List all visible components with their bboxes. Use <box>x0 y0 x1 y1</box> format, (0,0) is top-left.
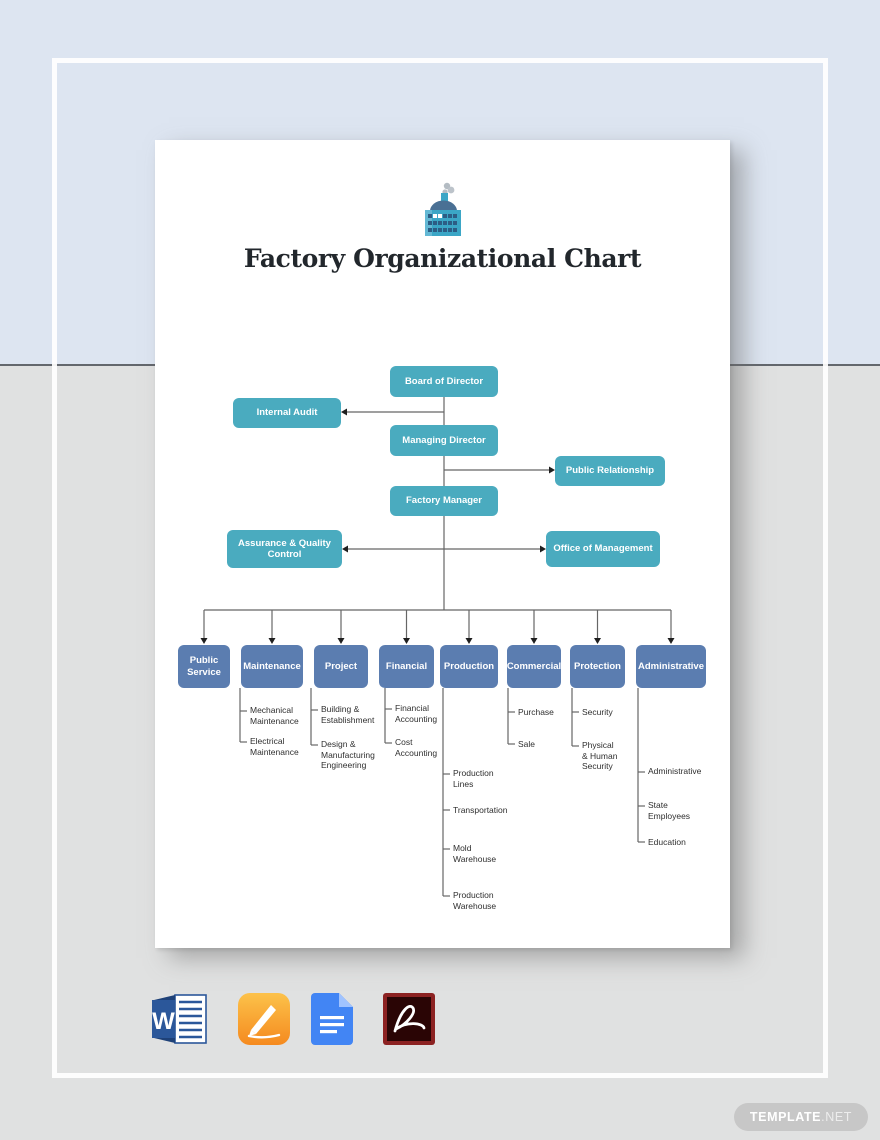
org-node-label: Protection <box>574 660 621 672</box>
org-sub-label: Purchase <box>518 707 554 717</box>
org-sub-label: Production Lines <box>453 768 494 789</box>
org-node-managing-director: Managing Director <box>390 425 498 456</box>
dept-node-administrative: Administrative <box>636 645 706 688</box>
org-node-label: Board of Director <box>404 375 484 387</box>
org-node-label: Project <box>324 660 358 672</box>
org-node-assurance-quality-control: Assurance & Quality Control <box>227 530 342 568</box>
dept-node-project: Project <box>314 645 368 688</box>
page-title: Factory Organizational Chart <box>243 244 642 273</box>
org-node-label: Office of Management <box>553 543 653 555</box>
org-node-label: Public Service <box>187 655 221 678</box>
org-sub-label: Mold Warehouse <box>453 843 497 864</box>
dept-node-public-service: Public Service <box>178 645 230 688</box>
org-sub-label: Production Warehouse <box>453 890 497 911</box>
org-node-board-of-director: Board of Director <box>390 366 498 397</box>
dept-node-production: Production <box>440 645 498 688</box>
adobe-pdf-icon[interactable] <box>383 993 435 1045</box>
org-sub-label: Design & Manufacturing Engineering <box>321 739 375 770</box>
ms-word-icon[interactable]: W <box>152 993 208 1045</box>
org-node-public-relationship: Public Relationship <box>555 456 665 486</box>
word-letter: W <box>152 1008 175 1035</box>
document-paper: Factory Organizational Chart Board of Di… <box>155 140 730 948</box>
org-node-label: Factory Manager <box>405 495 483 507</box>
dept-node-commercial: Commercial <box>507 645 561 688</box>
apple-pages-icon[interactable] <box>238 993 290 1045</box>
format-icons-row: W <box>152 993 435 1045</box>
google-docs-icon[interactable] <box>311 993 353 1045</box>
org-node-label: Financial <box>385 660 428 672</box>
watermark-name: TEMPLATE <box>749 1110 822 1124</box>
org-sub-label: Building & Establishment <box>321 704 375 725</box>
org-sub-label: Education <box>648 837 686 847</box>
factory-icon <box>416 181 470 242</box>
dept-node-protection: Protection <box>570 645 625 688</box>
org-node-label: Public Relationship <box>565 465 655 477</box>
org-sub-label: State Employees <box>648 800 691 821</box>
org-node-internal-audit: Internal Audit <box>233 398 341 428</box>
org-node-label: Maintenance <box>243 660 301 672</box>
org-sub-label: Physical & Human Security <box>582 740 618 771</box>
org-node-office-of-management: Office of Management <box>546 531 660 567</box>
org-sub-label: Sale <box>518 739 536 749</box>
org-sub-label: Financial Accounting <box>395 703 438 724</box>
org-sub-label: Cost Accounting <box>395 737 438 758</box>
org-node-label: Production <box>443 660 495 672</box>
org-node-label: Managing Director <box>402 434 486 446</box>
org-sub-label: Electrical Maintenance <box>250 736 299 757</box>
org-node-factory-manager: Factory Manager <box>390 486 498 516</box>
org-node-label: Commercial <box>506 660 562 672</box>
org-node-label: Administrative <box>638 660 704 672</box>
org-sub-label: Mechanical Maintenance <box>250 705 299 726</box>
org-node-label: Assurance & Quality Control <box>238 537 331 560</box>
dept-node-financial: Financial <box>379 645 434 688</box>
template-net-badge: TEMPLATE .NET <box>733 1103 868 1131</box>
border-frame <box>52 58 828 1078</box>
org-sub-label: Administrative <box>648 766 702 776</box>
org-node-label: Internal Audit <box>256 407 318 419</box>
watermark-tld: .NET <box>821 1110 852 1124</box>
dept-node-maintenance: Maintenance <box>241 645 303 688</box>
org-sub-label: Transportation <box>453 805 508 815</box>
org-sub-label: Security <box>582 707 613 717</box>
